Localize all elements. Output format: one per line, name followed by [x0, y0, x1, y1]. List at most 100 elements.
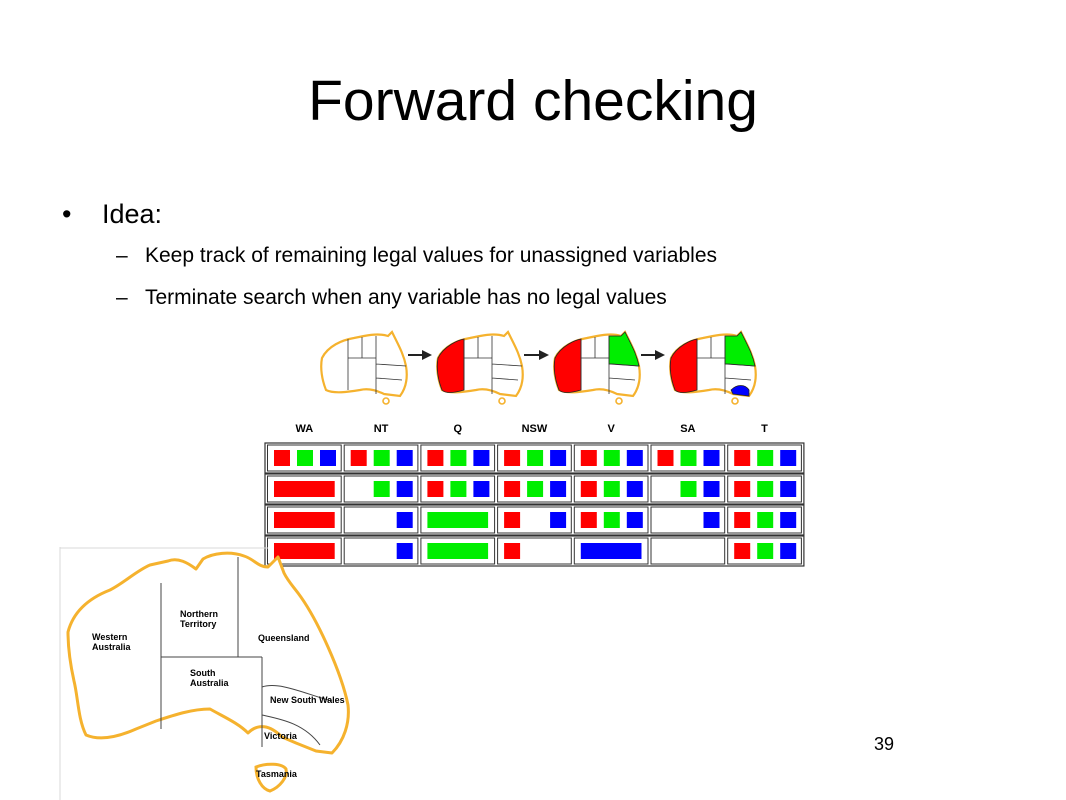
map-label-v: Victoria	[264, 731, 298, 741]
blue-value-square	[780, 543, 797, 559]
blue-value-square	[473, 450, 490, 466]
column-header-q: Q	[453, 423, 462, 435]
mini-map-2	[436, 330, 524, 405]
green-value-square	[680, 450, 697, 466]
green-value-square	[757, 543, 774, 559]
green-value-square	[527, 481, 544, 497]
column-header-v: V	[607, 423, 615, 435]
green-value-square	[373, 450, 390, 466]
green-value-square	[450, 450, 467, 466]
green-value-square	[603, 512, 620, 528]
slide-title: Forward checking	[308, 69, 758, 133]
bullet-idea-text: Idea:	[102, 199, 163, 229]
mini-map-v-fill	[730, 385, 750, 397]
step-arrow	[524, 350, 549, 360]
green-value-square	[757, 450, 774, 466]
red-value-square	[427, 481, 444, 497]
state-borders	[160, 557, 333, 747]
blue-value-square	[550, 450, 567, 466]
green-value-square	[757, 512, 774, 528]
mini-map-tasmania	[615, 397, 623, 405]
assigned-green-bar	[427, 512, 489, 528]
sub-point-2: –Terminate search when any variable has …	[116, 284, 667, 312]
red-value-square	[350, 450, 367, 466]
blue-value-square	[396, 450, 413, 466]
green-value-square	[297, 450, 313, 466]
blue-value-square	[626, 481, 643, 497]
red-value-square	[504, 512, 521, 528]
domain-row-4	[264, 535, 805, 567]
blue-value-square	[396, 512, 413, 528]
blue-value-square	[626, 450, 643, 466]
red-value-square	[504, 450, 521, 466]
red-value-square	[504, 481, 521, 497]
red-value-square	[734, 512, 751, 528]
mini-map-1	[320, 330, 408, 405]
mini-map-borders	[347, 336, 407, 394]
blue-value-square	[550, 512, 567, 528]
tasmania-outline	[254, 762, 288, 793]
mini-map-4	[669, 330, 757, 405]
mini-map-q-fill	[724, 331, 756, 367]
red-value-square	[657, 450, 674, 466]
green-value-square	[527, 450, 544, 466]
mini-map-q-fill	[608, 331, 640, 367]
map-label-q: Queensland	[258, 633, 310, 643]
blue-value-square	[703, 512, 720, 528]
mainland-outline	[66, 551, 350, 755]
assigned-red-bar	[274, 543, 335, 559]
domain-row-1	[264, 442, 805, 474]
blue-value-square	[780, 512, 797, 528]
blue-value-square	[780, 450, 797, 466]
mini-map-borders	[696, 336, 756, 394]
bullet-idea: • Idea:	[62, 196, 162, 232]
assigned-red-bar	[274, 512, 335, 528]
domain-cell	[650, 537, 726, 565]
sub-point-1-text: Keep track of remaining legal values for…	[145, 244, 717, 267]
blue-value-square	[550, 481, 567, 497]
sub-point-marker: –	[116, 244, 128, 267]
mini-map-tasmania	[731, 397, 739, 405]
blue-value-square	[626, 512, 643, 528]
red-value-square	[734, 450, 751, 466]
blue-value-square	[320, 450, 336, 466]
sub-point-marker: –	[116, 286, 128, 309]
blue-value-square	[473, 481, 490, 497]
red-value-square	[427, 450, 444, 466]
column-header-nsw: NSW	[522, 423, 548, 435]
step-arrow	[408, 350, 432, 360]
red-value-square	[580, 481, 597, 497]
column-header-nt: NT	[374, 423, 389, 435]
mini-map-wa-fill	[669, 338, 698, 394]
green-value-square	[680, 481, 697, 497]
mini-map-borders	[580, 336, 640, 394]
mini-map-wa-fill	[436, 338, 465, 394]
red-value-square	[734, 543, 751, 559]
green-value-square	[603, 450, 620, 466]
map-sequence	[320, 330, 757, 405]
mini-map-tasmania	[382, 397, 390, 405]
blue-value-square	[396, 543, 413, 559]
red-value-square	[274, 450, 290, 466]
green-value-square	[603, 481, 620, 497]
green-value-square	[757, 481, 774, 497]
red-value-square	[580, 450, 597, 466]
page-number: 39	[874, 734, 895, 754]
assigned-blue-bar	[580, 543, 642, 559]
mini-map-tasmania	[498, 397, 506, 405]
red-value-square	[504, 543, 521, 559]
green-value-square	[450, 481, 467, 497]
domain-row-2	[264, 473, 805, 505]
assigned-green-bar	[427, 543, 489, 559]
bullet-marker: •	[62, 199, 72, 229]
mini-map-outline	[320, 330, 408, 398]
column-header-t: T	[761, 423, 768, 435]
column-header-wa: WA	[295, 423, 313, 435]
red-value-square	[580, 512, 597, 528]
sub-point-2-text: Terminate search when any variable has n…	[145, 286, 667, 309]
